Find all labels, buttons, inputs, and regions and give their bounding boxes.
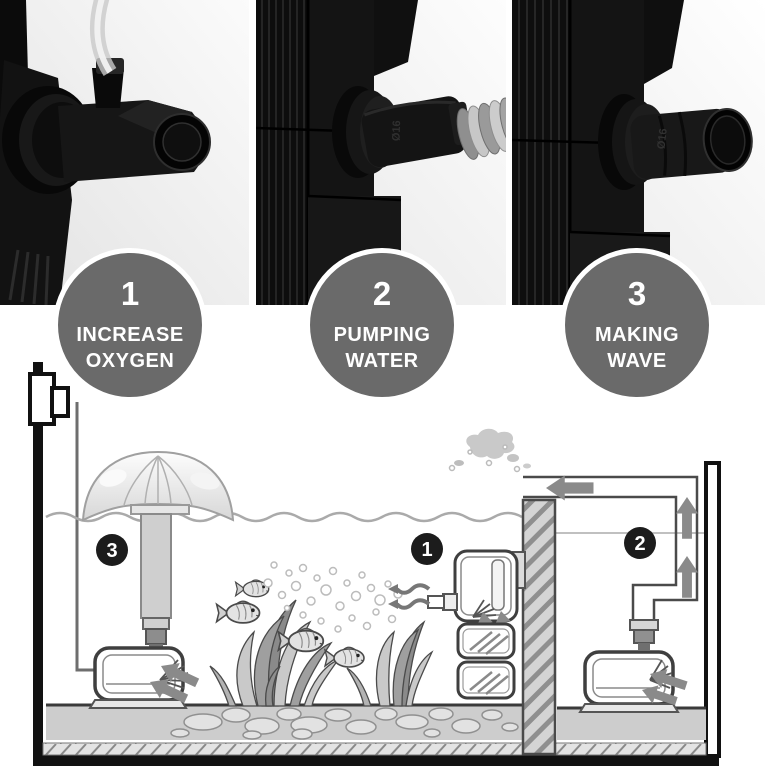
nozzle-diameter-marking: Ø16 <box>655 128 669 150</box>
feature-label: MAKING WAVE <box>595 322 679 374</box>
gravel-bed <box>42 703 707 756</box>
air-port <box>92 68 124 108</box>
feature-circle-increase-oxygen: 1 INCREASE OXYGEN <box>53 248 207 402</box>
tank-structure <box>28 362 721 766</box>
feature-circle-pumping-water: 2 PUMPING WATER <box>305 248 459 402</box>
badge-number: 2 <box>634 533 645 555</box>
filter-pump-head <box>453 549 519 623</box>
badge-making-wave <box>96 534 128 566</box>
aquarium-plants <box>209 599 434 707</box>
badge-number: 1 <box>421 539 432 561</box>
feature-label-line2: WATER <box>345 349 419 372</box>
sump-pump-assembly <box>578 650 690 713</box>
feature-label-line2: WAVE <box>607 349 667 372</box>
badge-pumping-water <box>624 527 656 559</box>
feature-label-line2: OXYGEN <box>85 349 175 372</box>
corrugated-hose <box>456 97 506 160</box>
internal-filter-assembly <box>388 549 526 700</box>
wave-maker-assembly <box>81 450 235 709</box>
feature-circle-making-wave: 3 MAKING WAVE <box>560 248 714 402</box>
badge-number: 3 <box>106 540 117 562</box>
feature-label-line1: MAKING <box>594 323 680 346</box>
feature-label-line1: INCREASE <box>76 323 184 346</box>
divider-wall <box>521 498 557 756</box>
badge-increase-oxygen <box>411 533 443 565</box>
power-cord <box>75 402 95 672</box>
nozzle-diameter-marking: Ø16 <box>391 120 404 141</box>
filter-outlet-nozzle <box>427 595 445 609</box>
fountain-tube <box>140 513 172 619</box>
overflow-splash <box>448 428 531 473</box>
water-line <box>45 511 523 523</box>
feature-label: PUMPING WATER <box>334 322 431 374</box>
air-bubbles <box>263 561 403 633</box>
diagram-badges: 3 1 2 <box>96 527 656 566</box>
feature-number: 3 <box>627 274 647 312</box>
feature-label: INCREASE OXYGEN <box>76 322 183 374</box>
product-photo-air-tube <box>0 0 249 305</box>
riser-pipe <box>523 475 699 620</box>
feature-label-line1: PUMPING <box>333 323 431 346</box>
feature-number: 2 <box>372 274 392 312</box>
outflow-waves <box>388 583 431 610</box>
feature-number: 1 <box>120 274 140 312</box>
outlet-nozzle: Ø16 <box>630 108 753 180</box>
pump-air-tube-illustration <box>0 0 249 305</box>
